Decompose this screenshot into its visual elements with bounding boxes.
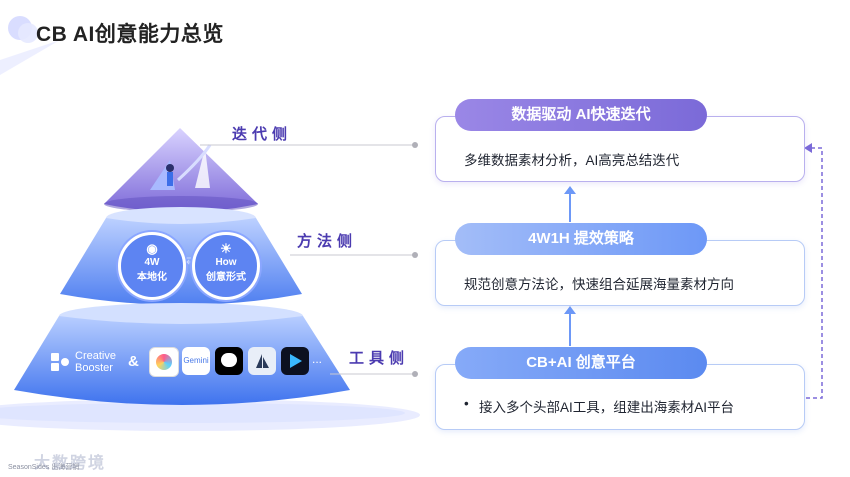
badge-4w-subtitle: 本地化 [137, 272, 167, 283]
gemini-text: Gemini [183, 356, 209, 365]
badge-how-subtitle: 创意形式 [206, 272, 246, 283]
bulb-icon: ☀ [220, 241, 232, 256]
pill-iterate: 数据驱动 AI快速迭代 [455, 99, 707, 131]
hailuo-icon [149, 347, 179, 377]
badge-4w-title: 4W [144, 257, 160, 268]
booster-line2: Booster [75, 362, 113, 374]
panel-method-text: 规范创意方法论，快速组合延展海量素材方向 [464, 277, 734, 292]
panel-tools-bullet: • [464, 396, 469, 411]
level-label-method: 方法侧 [297, 233, 358, 250]
panel-tools-text: 接入多个头部AI工具，组建出海素材AI平台 [479, 400, 735, 415]
badge-how-title: How [215, 257, 237, 268]
watermark: 大数跨境 [34, 455, 107, 472]
badge-4w: ◉ 4W 本地化 [118, 232, 186, 300]
panda-icon [215, 347, 243, 375]
midjourney-icon [248, 347, 276, 375]
globe-icon: ◉ [146, 241, 158, 256]
play-arrow-icon [281, 347, 309, 375]
ampersand: & [128, 353, 139, 370]
booster-line1: Creative [75, 350, 116, 362]
page-title: CB AI创意能力总览 [36, 23, 224, 46]
swap-icon: ⇄ [186, 253, 197, 267]
pill-tools: CB+AI 创意平台 [455, 347, 707, 379]
more-tools-ellipsis: ... [312, 352, 323, 366]
climbing-person-icon [150, 144, 212, 190]
badge-how: ☀ How 创意形式 [192, 232, 260, 300]
pyramid-top-level [104, 128, 258, 212]
panel-iterate-text: 多维数据素材分析，AI高亮总结迭代 [464, 153, 680, 168]
pill-method: 4W1H 提效策略 [455, 223, 707, 255]
creative-booster-logo: Creative Booster [50, 350, 116, 374]
gemini-icon: Gemini [182, 347, 210, 375]
level-label-tools: 工具侧 [349, 350, 410, 367]
footer-source: SeasonSides 出海营销 [8, 464, 80, 471]
level-label-iterate: 迭代侧 [232, 126, 293, 143]
header-decoration [0, 16, 60, 75]
booster-logo-icon [51, 353, 69, 371]
